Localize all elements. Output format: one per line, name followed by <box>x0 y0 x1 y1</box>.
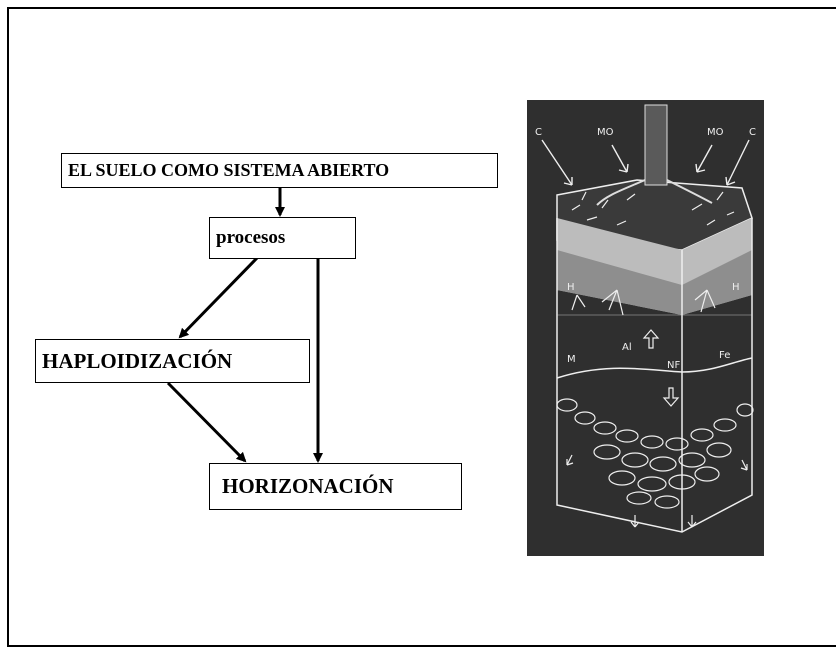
label-h-right: H <box>732 282 740 293</box>
label-h-left: H <box>567 282 575 293</box>
arrow-procesos-to-haploidizacion <box>178 255 260 339</box>
label-m-left: M <box>567 354 576 365</box>
flow-arrows <box>166 188 323 463</box>
label-c-right: C <box>749 127 756 138</box>
horizonacion-box: HORIZONACIÓN <box>209 463 462 510</box>
label-mo-right: MO <box>707 127 724 138</box>
arrow-haploidizacion-to-horizonacion <box>166 381 247 463</box>
label-al: Al <box>622 342 632 353</box>
label-nf: NF <box>667 360 680 371</box>
open-system-title-box: EL SUELO COMO SISTEMA ABIERTO <box>61 153 498 188</box>
label-c-left: C <box>535 127 542 138</box>
label-fe: Fe <box>719 350 730 361</box>
label-mo-left: MO <box>597 127 614 138</box>
procesos-box: procesos <box>209 217 356 259</box>
haploidizacion-box: HAPLOIDIZACIÓN <box>35 339 310 383</box>
soil-profile-illustration: C MO MO C H H M Al NF Fe <box>527 100 764 556</box>
